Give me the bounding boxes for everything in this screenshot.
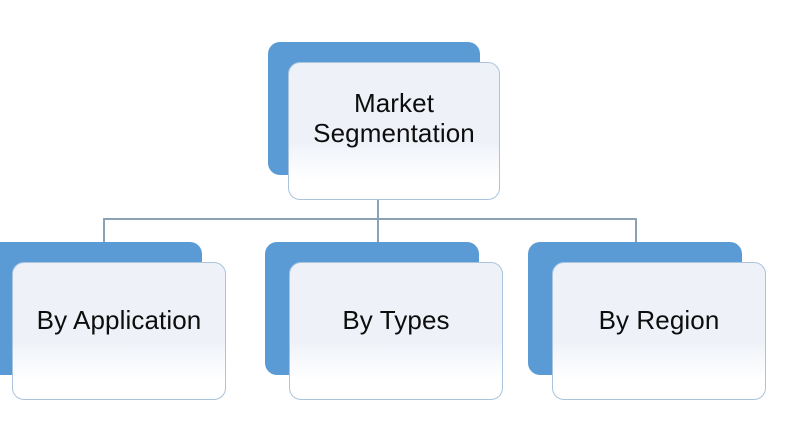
node-label-by-application: By Application: [36, 304, 202, 335]
node-card-by-region[interactable]: By Region: [552, 262, 766, 400]
node-label-by-types: By Types: [342, 304, 450, 335]
node-by-application[interactable]: By Application: [0, 242, 226, 400]
node-card-market-segmentation[interactable]: Market Segmentation: [288, 62, 500, 200]
connector-drop-by-region: [635, 218, 637, 244]
node-card-by-types[interactable]: By Types: [289, 262, 503, 400]
connector-drop-by-types: [377, 218, 379, 244]
node-by-region[interactable]: By Region: [528, 242, 766, 400]
node-market-segmentation[interactable]: Market Segmentation: [268, 42, 500, 200]
connector-root-stem: [377, 198, 379, 220]
node-card-by-application[interactable]: By Application: [12, 262, 226, 400]
connector-drop-by-application: [103, 218, 105, 244]
node-label-by-region: By Region: [598, 304, 720, 335]
node-label-market-segmentation: Market Segmentation: [313, 87, 475, 148]
connector-horizontal-bar: [103, 218, 637, 220]
node-by-types[interactable]: By Types: [265, 242, 503, 400]
